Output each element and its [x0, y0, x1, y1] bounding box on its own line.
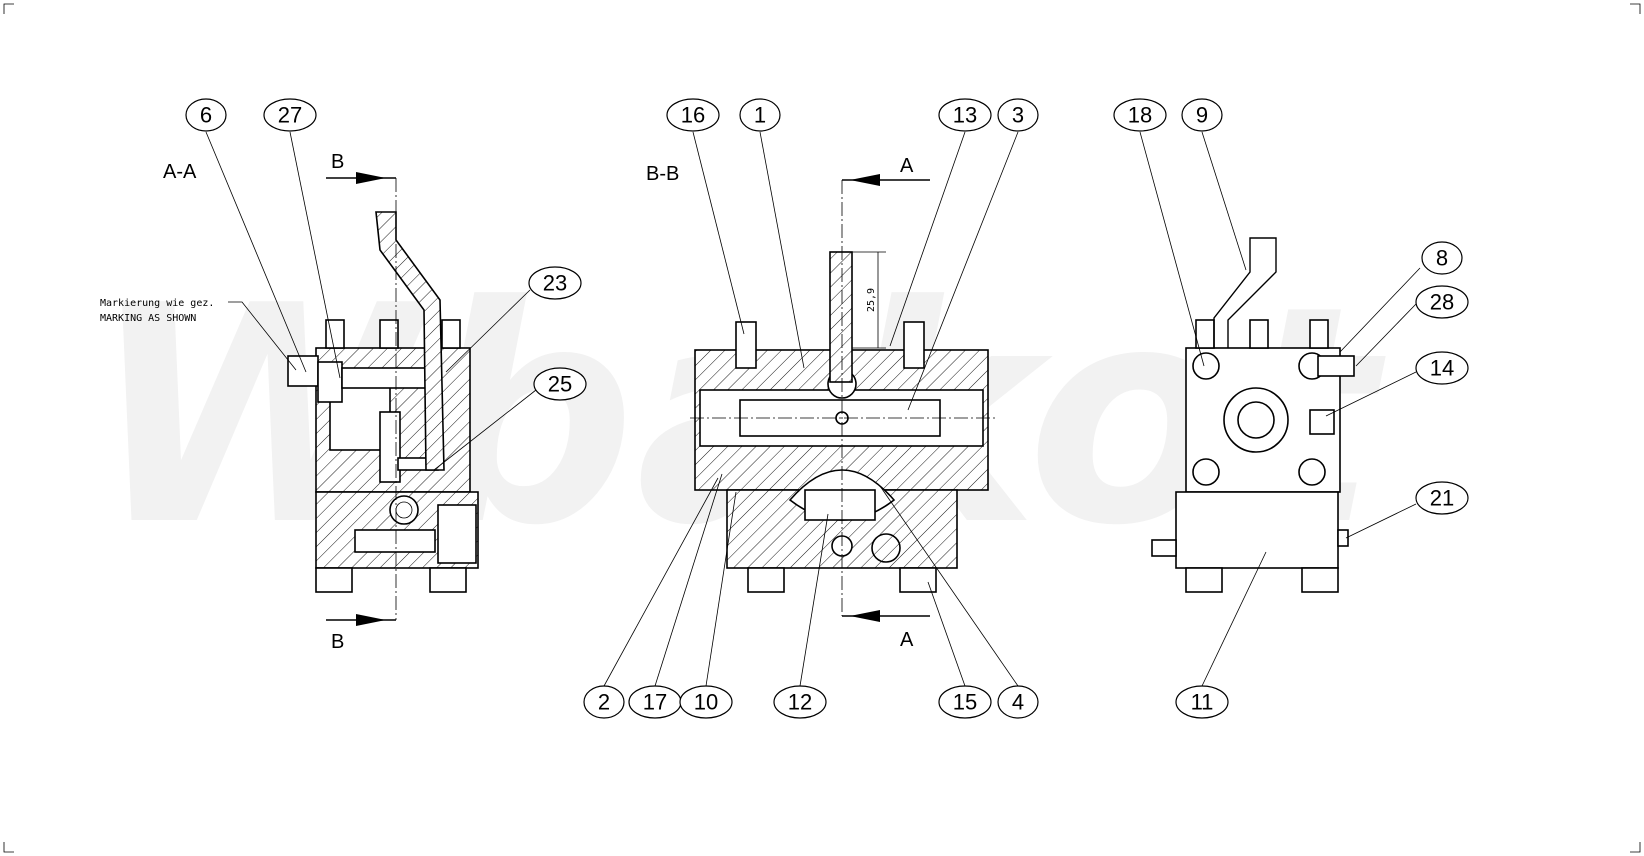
balloon-14: 14 — [1415, 351, 1469, 385]
section-label-a-a: A-A — [163, 161, 197, 183]
section-view-a-a — [287, 172, 479, 626]
balloon-9: 9 — [1181, 98, 1223, 132]
balloon-13: 13 — [938, 98, 992, 132]
balloon-28: 28 — [1415, 285, 1469, 319]
balloon-23: 23 — [528, 266, 582, 300]
balloon-25: 25 — [533, 367, 587, 401]
balloon-17: 17 — [628, 685, 682, 719]
svg-text:28: 28 — [1430, 290, 1454, 315]
balloon-21: 21 — [1415, 481, 1469, 515]
cut-label-b-top: B — [331, 151, 344, 173]
leader-lines — [205, 131, 1421, 687]
svg-text:17: 17 — [643, 690, 667, 715]
dimension-25-9: 25,9 — [866, 288, 877, 312]
balloon-10: 10 — [679, 685, 733, 719]
balloon-2: 2 — [583, 685, 625, 719]
svg-text:6: 6 — [200, 103, 212, 128]
svg-text:9: 9 — [1196, 103, 1208, 128]
svg-text:3: 3 — [1012, 103, 1024, 128]
cut-label-a-bottom: A — [900, 629, 914, 651]
svg-text:23: 23 — [543, 271, 567, 296]
balloon-18: 18 — [1113, 98, 1167, 132]
svg-text:25: 25 — [548, 372, 572, 397]
svg-text:14: 14 — [1430, 356, 1454, 381]
section-label-b-b: B-B — [646, 163, 679, 185]
svg-text:21: 21 — [1430, 486, 1454, 511]
balloon-1: 1 — [739, 98, 781, 132]
svg-text:1: 1 — [754, 103, 766, 128]
svg-text:11: 11 — [1191, 690, 1214, 715]
section-view-b-b — [690, 174, 995, 622]
external-view — [1151, 237, 1355, 593]
balloon-15: 15 — [938, 685, 992, 719]
balloon-16: 16 — [666, 98, 720, 132]
svg-text:2: 2 — [598, 690, 610, 715]
balloon-11: 11 — [1175, 685, 1229, 719]
svg-text:8: 8 — [1436, 246, 1448, 271]
svg-text:4: 4 — [1012, 690, 1024, 715]
svg-text:15: 15 — [953, 690, 977, 715]
part-balloons: 6 27 23 25 16 1 13 3 2 17 10 12 15 4 18 … — [185, 98, 1469, 719]
balloon-3: 3 — [997, 98, 1039, 132]
balloon-12: 12 — [773, 685, 827, 719]
balloon-6: 6 — [185, 98, 227, 132]
svg-text:18: 18 — [1128, 103, 1152, 128]
svg-text:12: 12 — [788, 690, 812, 715]
balloon-27: 27 — [263, 98, 317, 132]
cut-label-a-top: A — [900, 155, 914, 177]
cut-label-b-bottom: B — [331, 631, 344, 653]
frame-corners — [3, 3, 1641, 853]
note-line-2: MARKING AS SHOWN — [100, 313, 196, 324]
svg-text:16: 16 — [681, 103, 705, 128]
balloon-4: 4 — [997, 685, 1039, 719]
svg-text:13: 13 — [953, 103, 977, 128]
svg-text:27: 27 — [278, 103, 302, 128]
note-line-1: Markierung wie gez. — [100, 298, 214, 309]
balloon-8: 8 — [1421, 241, 1463, 275]
svg-text:10: 10 — [694, 690, 718, 715]
note-leader — [228, 301, 297, 371]
